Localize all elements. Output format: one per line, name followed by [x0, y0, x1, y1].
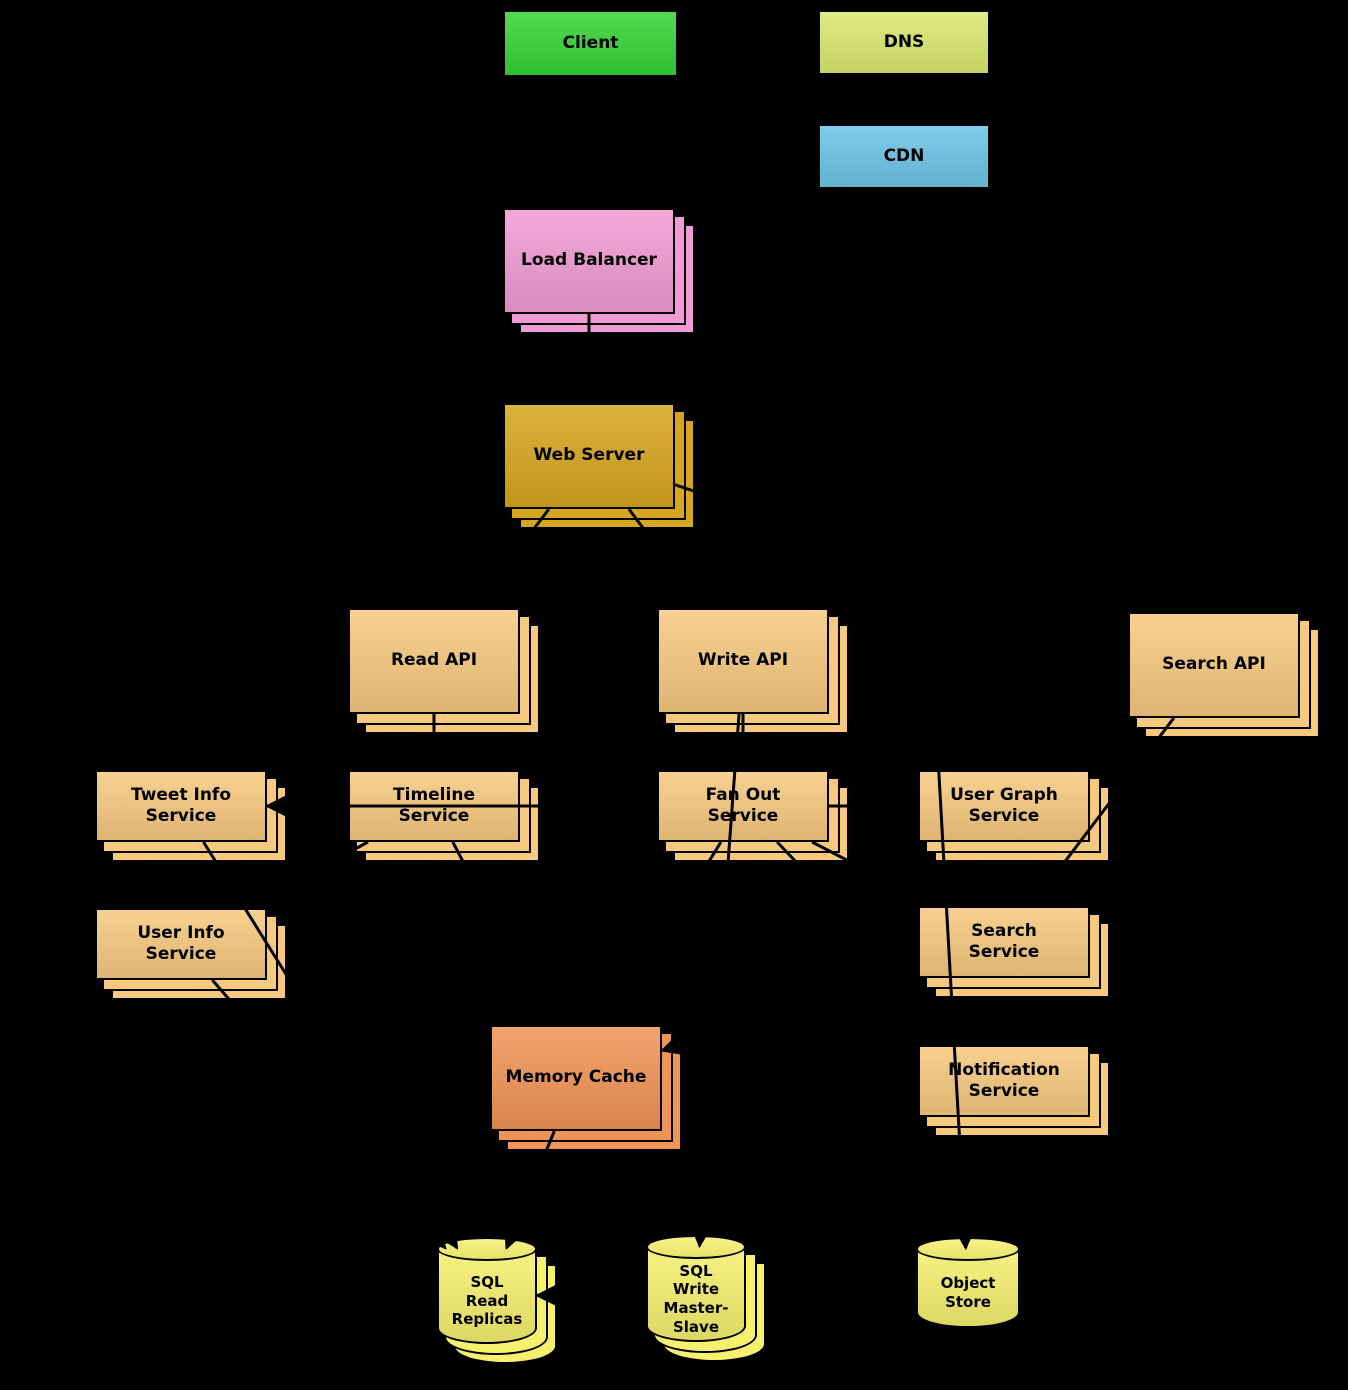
node-label: Memory Cache	[505, 1067, 647, 1088]
node-label: Load Balancer	[521, 250, 657, 271]
node-label: Notification Service	[948, 1059, 1060, 1101]
node-write-api: Write API	[657, 608, 829, 714]
node-label: CDN	[883, 145, 925, 166]
node-label: Object Store	[940, 1274, 996, 1311]
node-label: Web Server	[533, 445, 645, 466]
node-memory-cache: Memory Cache	[490, 1025, 662, 1131]
node-cdn: CDN	[818, 124, 990, 189]
node-tweet-info-service: Tweet Info Service	[95, 770, 267, 842]
node-user-graph-service: User Graph Service	[918, 770, 1090, 842]
node-notification-service: Notification Service	[918, 1045, 1090, 1117]
node-web-server: Web Server	[503, 403, 675, 509]
node-label: Timeline Service	[393, 784, 475, 826]
node-sql-read-replicas: SQL Read Replicas	[437, 1237, 537, 1344]
node-search-api: Search API	[1128, 612, 1300, 718]
node-dns: DNS	[818, 10, 990, 75]
node-read-api: Read API	[348, 608, 520, 714]
node-user-info-service: User Info Service	[95, 908, 267, 980]
node-label: Client	[562, 32, 619, 53]
node-label: Fan Out Service	[705, 784, 781, 826]
node-label: SQL Read Replicas	[451, 1272, 523, 1329]
node-client: Client	[503, 10, 678, 77]
node-label: SQL Write Master- Slave	[663, 1261, 729, 1336]
node-search-service: Search Service	[918, 906, 1090, 978]
node-label: Search Service	[968, 920, 1040, 962]
node-label: Write API	[697, 650, 789, 671]
node-label: DNS	[883, 31, 925, 52]
node-label: User Info Service	[137, 922, 225, 964]
node-label: Read API	[390, 650, 478, 671]
node-load-balancer: Load Balancer	[503, 208, 675, 314]
node-sql-write-master-slave: SQL Write Master- Slave	[646, 1235, 746, 1342]
node-label: Tweet Info Service	[130, 784, 232, 826]
node-object-store: Object Store	[916, 1237, 1020, 1328]
node-label: Search API	[1162, 654, 1266, 675]
node-label: User Graph Service	[950, 784, 1058, 826]
node-fan-out-service: Fan Out Service	[657, 770, 829, 842]
node-timeline-service: Timeline Service	[348, 770, 520, 842]
